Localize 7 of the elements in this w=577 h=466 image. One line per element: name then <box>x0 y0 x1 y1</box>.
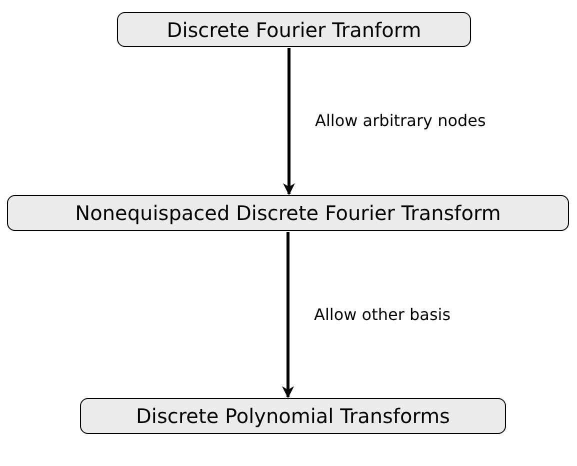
arrow <box>282 232 294 398</box>
arrow <box>283 48 295 196</box>
process-box: Nonequispaced Discrete Fourier Transform <box>7 195 569 231</box>
process-box: Discrete Polynomial Transforms <box>80 398 506 434</box>
edge-label: Allow arbitrary nodes <box>315 111 486 130</box>
edge-label: Allow other basis <box>314 304 451 324</box>
process-box: Discrete Fourier Tranform <box>117 12 471 47</box>
